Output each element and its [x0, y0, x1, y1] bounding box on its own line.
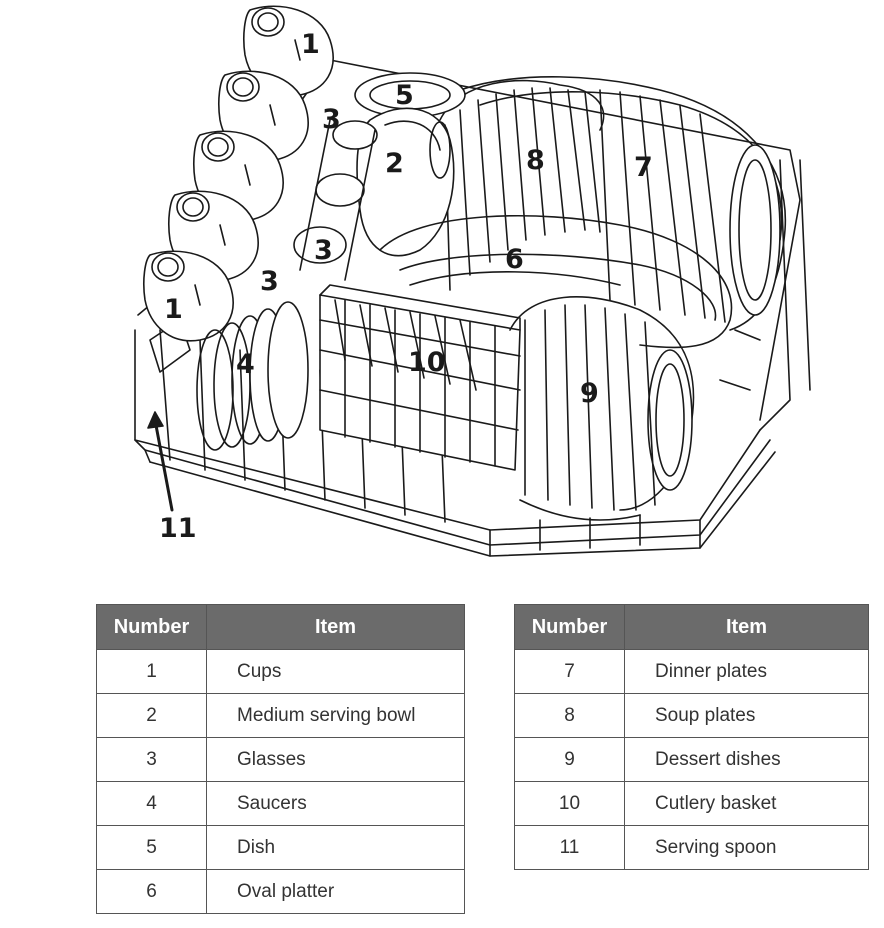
row-number: 2 — [96, 693, 207, 738]
callout-label: 3 — [314, 235, 333, 266]
row-item: Medium serving bowl — [206, 693, 465, 738]
callout-label: 1 — [164, 294, 183, 325]
callout-label: 10 — [408, 347, 446, 378]
oval-platter — [379, 215, 733, 349]
callout-label: 5 — [395, 80, 414, 111]
table-header-row: Number Item — [96, 604, 465, 650]
table-row: 5 Dish — [96, 825, 465, 870]
row-number: 5 — [96, 825, 207, 870]
legend-table-left: Number Item 1 Cups 2 Medium serving bowl… — [96, 604, 465, 914]
callout-label: 4 — [236, 349, 255, 380]
row-item: Soup plates — [624, 693, 869, 738]
table-row: 8 Soup plates — [514, 693, 869, 738]
column-header-number: Number — [96, 604, 207, 650]
row-number: 10 — [514, 781, 625, 826]
row-number: 6 — [96, 869, 207, 914]
table-row: 1 Cups — [96, 649, 465, 694]
saucers — [196, 301, 309, 451]
cups — [143, 5, 334, 342]
table-row: 2 Medium serving bowl — [96, 693, 465, 738]
row-number: 3 — [96, 737, 207, 782]
row-number: 9 — [514, 737, 625, 782]
row-item: Saucers — [206, 781, 465, 826]
column-header-number: Number — [514, 604, 625, 650]
callout-label: 9 — [580, 378, 599, 409]
row-item: Dessert dishes — [624, 737, 869, 782]
row-item: Dinner plates — [624, 649, 869, 694]
row-item: Dish — [206, 825, 465, 870]
callout-label: 8 — [526, 145, 545, 176]
table-row: 6 Oval platter — [96, 869, 465, 914]
glasses — [293, 119, 378, 281]
row-item: Oval platter — [206, 869, 465, 914]
cutlery-basket — [319, 284, 521, 471]
row-item: Cups — [206, 649, 465, 694]
row-item: Cutlery basket — [624, 781, 869, 826]
row-item: Glasses — [206, 737, 465, 782]
row-number: 7 — [514, 649, 625, 694]
legend-table-right: Number Item 7 Dinner plates 8 Soup plate… — [514, 604, 869, 870]
callout-label: 11 — [159, 513, 197, 544]
dishwasher-rack-diagram: 1 3 5 2 8 7 3 6 3 1 4 10 9 11 — [134, 5, 811, 557]
table-row: 11 Serving spoon — [514, 825, 869, 870]
row-number: 8 — [514, 693, 625, 738]
callout-label: 2 — [385, 148, 404, 179]
dinner-plates — [459, 76, 787, 331]
callout-label: 7 — [634, 152, 653, 183]
row-item: Serving spoon — [624, 825, 869, 870]
table-row: 9 Dessert dishes — [514, 737, 869, 782]
callout-label: 6 — [505, 244, 524, 275]
column-header-item: Item — [624, 604, 869, 650]
table-row: 10 Cutlery basket — [514, 781, 869, 826]
callout-label: 1 — [301, 29, 320, 60]
table-row: 3 Glasses — [96, 737, 465, 782]
callout-label: 3 — [260, 266, 279, 297]
row-number: 4 — [96, 781, 207, 826]
serving-spoon-pointer — [147, 411, 174, 512]
dessert-dishes — [509, 296, 695, 521]
callout-label: 3 — [322, 104, 341, 135]
table-row: 4 Saucers — [96, 781, 465, 826]
table-row: 7 Dinner plates — [514, 649, 869, 694]
column-header-item: Item — [206, 604, 465, 650]
row-number: 11 — [514, 825, 625, 870]
table-header-row: Number Item — [514, 604, 869, 650]
row-number: 1 — [96, 649, 207, 694]
